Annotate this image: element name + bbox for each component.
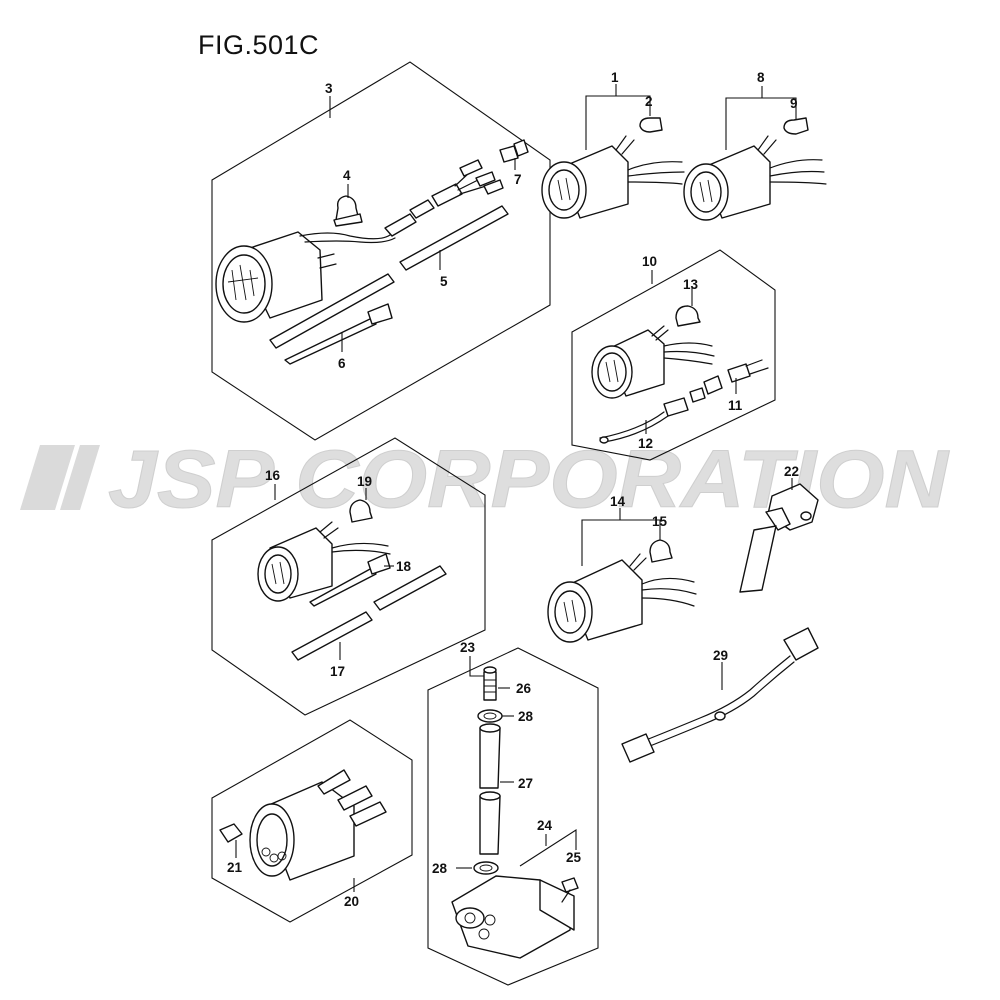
bulb-9-icon (783, 117, 809, 135)
gauge-8 (683, 135, 827, 221)
bulb-19-icon (349, 499, 373, 523)
callout-28a: 28 (518, 709, 534, 724)
callout-17: 17 (330, 664, 345, 679)
callout-6: 6 (338, 356, 346, 371)
leader-lines (235, 84, 797, 892)
callout-13: 13 (683, 277, 699, 292)
tube-17 (291, 565, 447, 661)
group-box-10 (571, 249, 776, 461)
callout-2: 2 (645, 94, 653, 109)
callout-20: 20 (344, 894, 359, 909)
callout-18: 18 (396, 559, 412, 574)
gauge-14 (547, 553, 697, 643)
callout-19: 19 (357, 474, 372, 489)
clip-28b (473, 861, 499, 875)
callout-22: 22 (784, 464, 799, 479)
callout-9: 9 (790, 96, 798, 111)
bulb-13-icon (675, 305, 701, 327)
hose-27 (479, 723, 501, 855)
callout-11: 11 (728, 398, 743, 413)
callout-3: 3 (325, 81, 333, 96)
callout-10: 10 (642, 254, 657, 269)
harness-3 (384, 159, 504, 237)
sensor-22 (739, 483, 819, 593)
callout-24: 24 (537, 818, 553, 833)
group-box-3 (211, 61, 551, 441)
callout-15: 15 (652, 514, 668, 529)
group-box-16 (211, 437, 486, 716)
bracket-24 (451, 875, 575, 959)
fitting-26 (483, 666, 497, 701)
callout-29: 29 (713, 648, 728, 663)
callout-numbers: 1 2 3 4 5 6 7 8 9 10 11 12 13 14 15 16 1… (227, 70, 799, 909)
callout-5: 5 (440, 274, 448, 289)
gauge-10 (591, 325, 715, 399)
group-box-20 (211, 719, 413, 923)
bulb-2-icon (639, 117, 663, 133)
callout-21: 21 (227, 860, 243, 875)
tie-18 (309, 553, 391, 607)
callout-26: 26 (516, 681, 532, 696)
callout-23: 23 (460, 640, 476, 655)
callout-27: 27 (518, 776, 533, 791)
clip-28a (477, 709, 503, 723)
bulb-4-icon (333, 195, 363, 227)
harness-29 (621, 627, 819, 763)
callout-12: 12 (638, 436, 653, 451)
callout-16: 16 (265, 468, 281, 483)
callout-4: 4 (343, 168, 351, 183)
wire-11-12 (599, 359, 769, 444)
bulb-15-icon (649, 539, 673, 563)
cable-tie-6 (284, 303, 393, 365)
gauge-1 (541, 135, 685, 219)
group-box-23 (427, 647, 599, 986)
callout-7: 7 (514, 172, 522, 187)
bulb-21-icon (219, 823, 243, 843)
figure-title: FIG.501C (198, 30, 320, 60)
tube-5 (269, 205, 509, 349)
callout-8: 8 (757, 70, 765, 85)
gauge-20 (249, 769, 387, 881)
socket-7-icon (499, 139, 529, 163)
gauge-3 (215, 231, 396, 323)
callout-28b: 28 (432, 861, 448, 876)
callout-14: 14 (610, 494, 626, 509)
callout-1: 1 (611, 70, 619, 85)
callout-25: 25 (566, 850, 582, 865)
gauge-16 (257, 521, 391, 602)
screw-25-icon (561, 877, 579, 903)
